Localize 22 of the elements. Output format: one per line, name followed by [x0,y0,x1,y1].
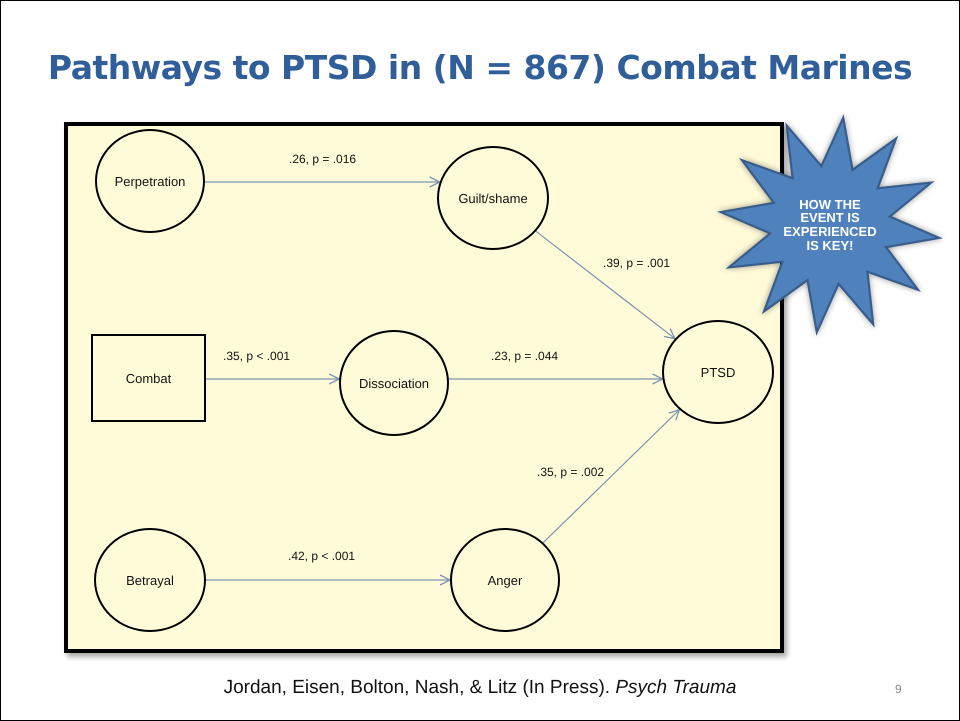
variable-ellipse: Guilt/shame [437,146,549,250]
variable-ellipse: Perpetration [95,129,205,233]
edge-label: .42, p < .001 [287,549,356,563]
edge-label: .23, p = .044 [490,349,560,363]
variable-box: Combat [91,334,206,422]
edge-label: .26, p = .016 [288,152,358,166]
arrow [206,373,340,385]
arrow [542,409,680,544]
edge-label: .39, p = .001 [602,256,672,270]
arrow [205,176,440,188]
variable-ellipse: Anger [450,528,560,632]
edge-label: .35, p = .002 [536,465,606,479]
variable-ellipse: PTSD [662,320,774,424]
variable-ellipse: Betrayal [94,528,206,632]
citation-caption: Jordan, Eisen, Bolton, Nash, & Litz (In Press). Psych Trauma [222,677,738,699]
edge-label: .35, p < .001 [222,349,292,363]
arrow [536,230,676,340]
arrow [448,373,664,385]
variable-ellipse: Dissociation [339,330,449,436]
page-number: 9 [895,682,902,696]
title: Pathways to PTSD in (N = 867) Combat Marines [46,48,914,87]
arrow [206,574,451,586]
